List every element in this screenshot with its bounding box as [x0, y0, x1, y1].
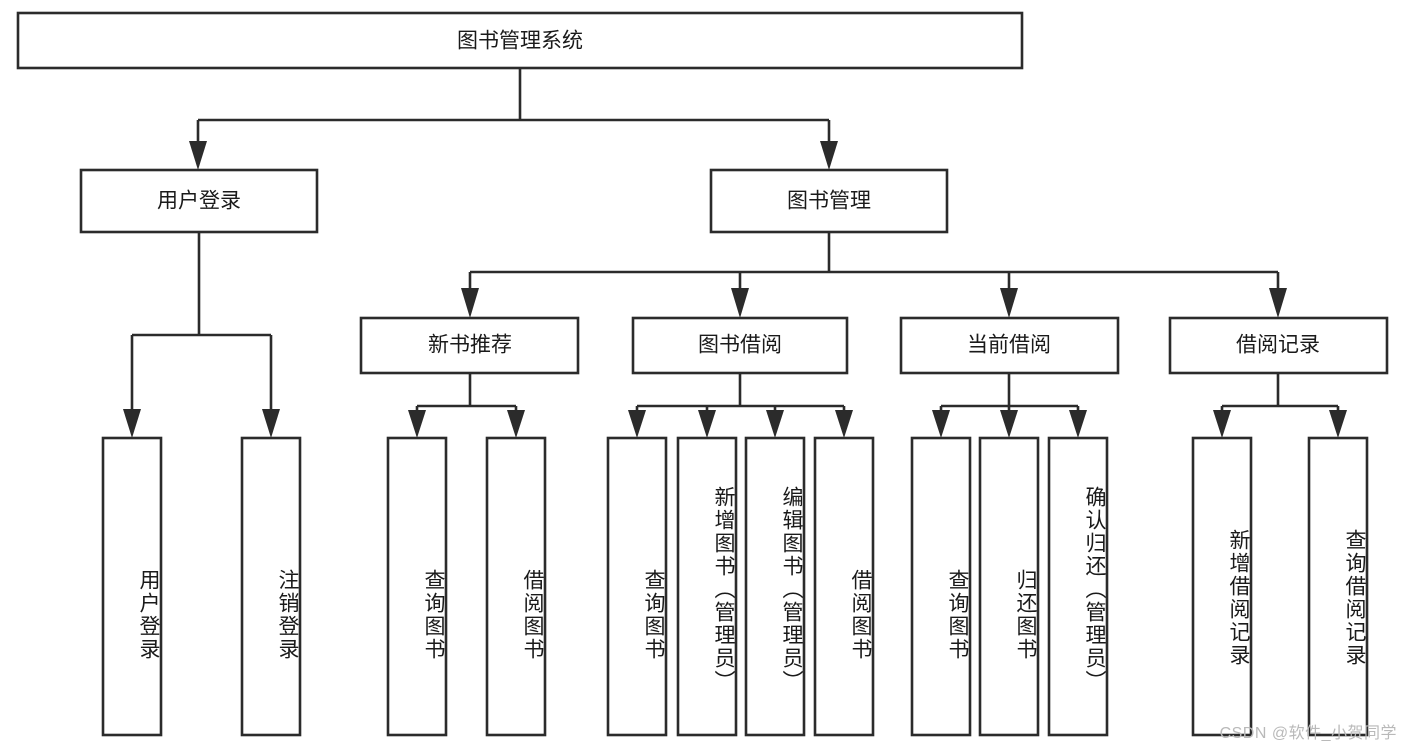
leaf-edit-book-box[interactable]	[744, 436, 806, 737]
arrow-to-new-book-recommend	[461, 288, 479, 318]
arrow-to-leaf-confirm-return	[1069, 410, 1087, 438]
node-new-book-recommend-label: 新书推荐	[428, 334, 512, 357]
arrow-to-book-management	[820, 141, 838, 170]
arrow-to-leaf-user-login	[123, 409, 141, 438]
arrow-to-book-borrow	[731, 288, 749, 318]
leaf-query-record-box[interactable]	[1307, 436, 1369, 737]
arrow-to-leaf-query-book-3	[932, 410, 950, 438]
edges-layer	[123, 68, 1347, 438]
node-borrow-record[interactable]: 借阅记录	[1168, 316, 1389, 375]
node-book-borrow-box[interactable]	[631, 316, 849, 375]
arrow-to-leaf-borrow-book-1	[507, 410, 525, 438]
node-book-borrow-label: 图书借阅	[698, 334, 782, 357]
node-current-borrow-box[interactable]	[899, 316, 1120, 375]
node-current-borrow-label: 当前借阅	[967, 334, 1051, 357]
node-new-book-recommend[interactable]: 新书推荐	[359, 316, 580, 375]
node-root-box[interactable]	[16, 11, 1024, 70]
arrow-to-leaf-add-record	[1213, 410, 1231, 438]
node-root-label: 图书管理系统	[457, 30, 583, 53]
node-borrow-record-box[interactable]	[1168, 316, 1389, 375]
node-user-login-label: 用户登录	[157, 190, 241, 213]
csdn-watermark: CSDN @软件_小贺同学	[1219, 725, 1397, 742]
leaf-query-book-3-box[interactable]	[910, 436, 972, 737]
node-user-login-box[interactable]	[79, 168, 319, 234]
arrow-to-current-borrow	[1000, 288, 1018, 318]
node-user-login[interactable]: 用户登录	[79, 168, 319, 234]
leaf-add-record-box[interactable]	[1191, 436, 1253, 737]
arrow-to-leaf-return-book	[1000, 410, 1018, 438]
node-book-management[interactable]: 图书管理	[709, 168, 949, 234]
node-current-borrow[interactable]: 当前借阅	[899, 316, 1120, 375]
leaf-add-book-box[interactable]	[676, 436, 738, 737]
node-borrow-record-label: 借阅记录	[1236, 334, 1320, 357]
arrow-to-leaf-query-book-1	[408, 410, 426, 438]
arrow-to-user-login	[189, 141, 207, 170]
arrow-to-leaf-edit-book	[766, 410, 784, 438]
arrow-to-borrow-record	[1269, 288, 1287, 318]
node-new-book-recommend-box[interactable]	[359, 316, 580, 375]
leaf-query-book-1-box[interactable]	[386, 436, 448, 737]
leaf-confirm-return-box[interactable]	[1047, 436, 1109, 737]
node-book-management-label: 图书管理	[787, 190, 871, 213]
node-book-borrow[interactable]: 图书借阅	[631, 316, 849, 375]
leaf-user-login-box[interactable]	[101, 436, 163, 737]
arrow-to-leaf-add-book	[698, 410, 716, 438]
arrow-to-leaf-user-logout	[262, 409, 280, 438]
arrow-to-leaf-query-book-2	[628, 410, 646, 438]
leaf-user-logout-box[interactable]	[240, 436, 302, 737]
arrow-to-leaf-borrow-book-2	[835, 410, 853, 438]
leaf-query-book-2-box[interactable]	[606, 436, 668, 737]
leaf-return-book-box[interactable]	[978, 436, 1040, 737]
leaf-borrow-book-1-box[interactable]	[485, 436, 547, 737]
node-book-management-box[interactable]	[709, 168, 949, 234]
leaf-boxes-layer	[101, 436, 1369, 737]
arrow-to-leaf-query-record	[1329, 410, 1347, 438]
node-root[interactable]: 图书管理系统	[16, 11, 1024, 70]
leaf-borrow-book-2-box[interactable]	[813, 436, 875, 737]
